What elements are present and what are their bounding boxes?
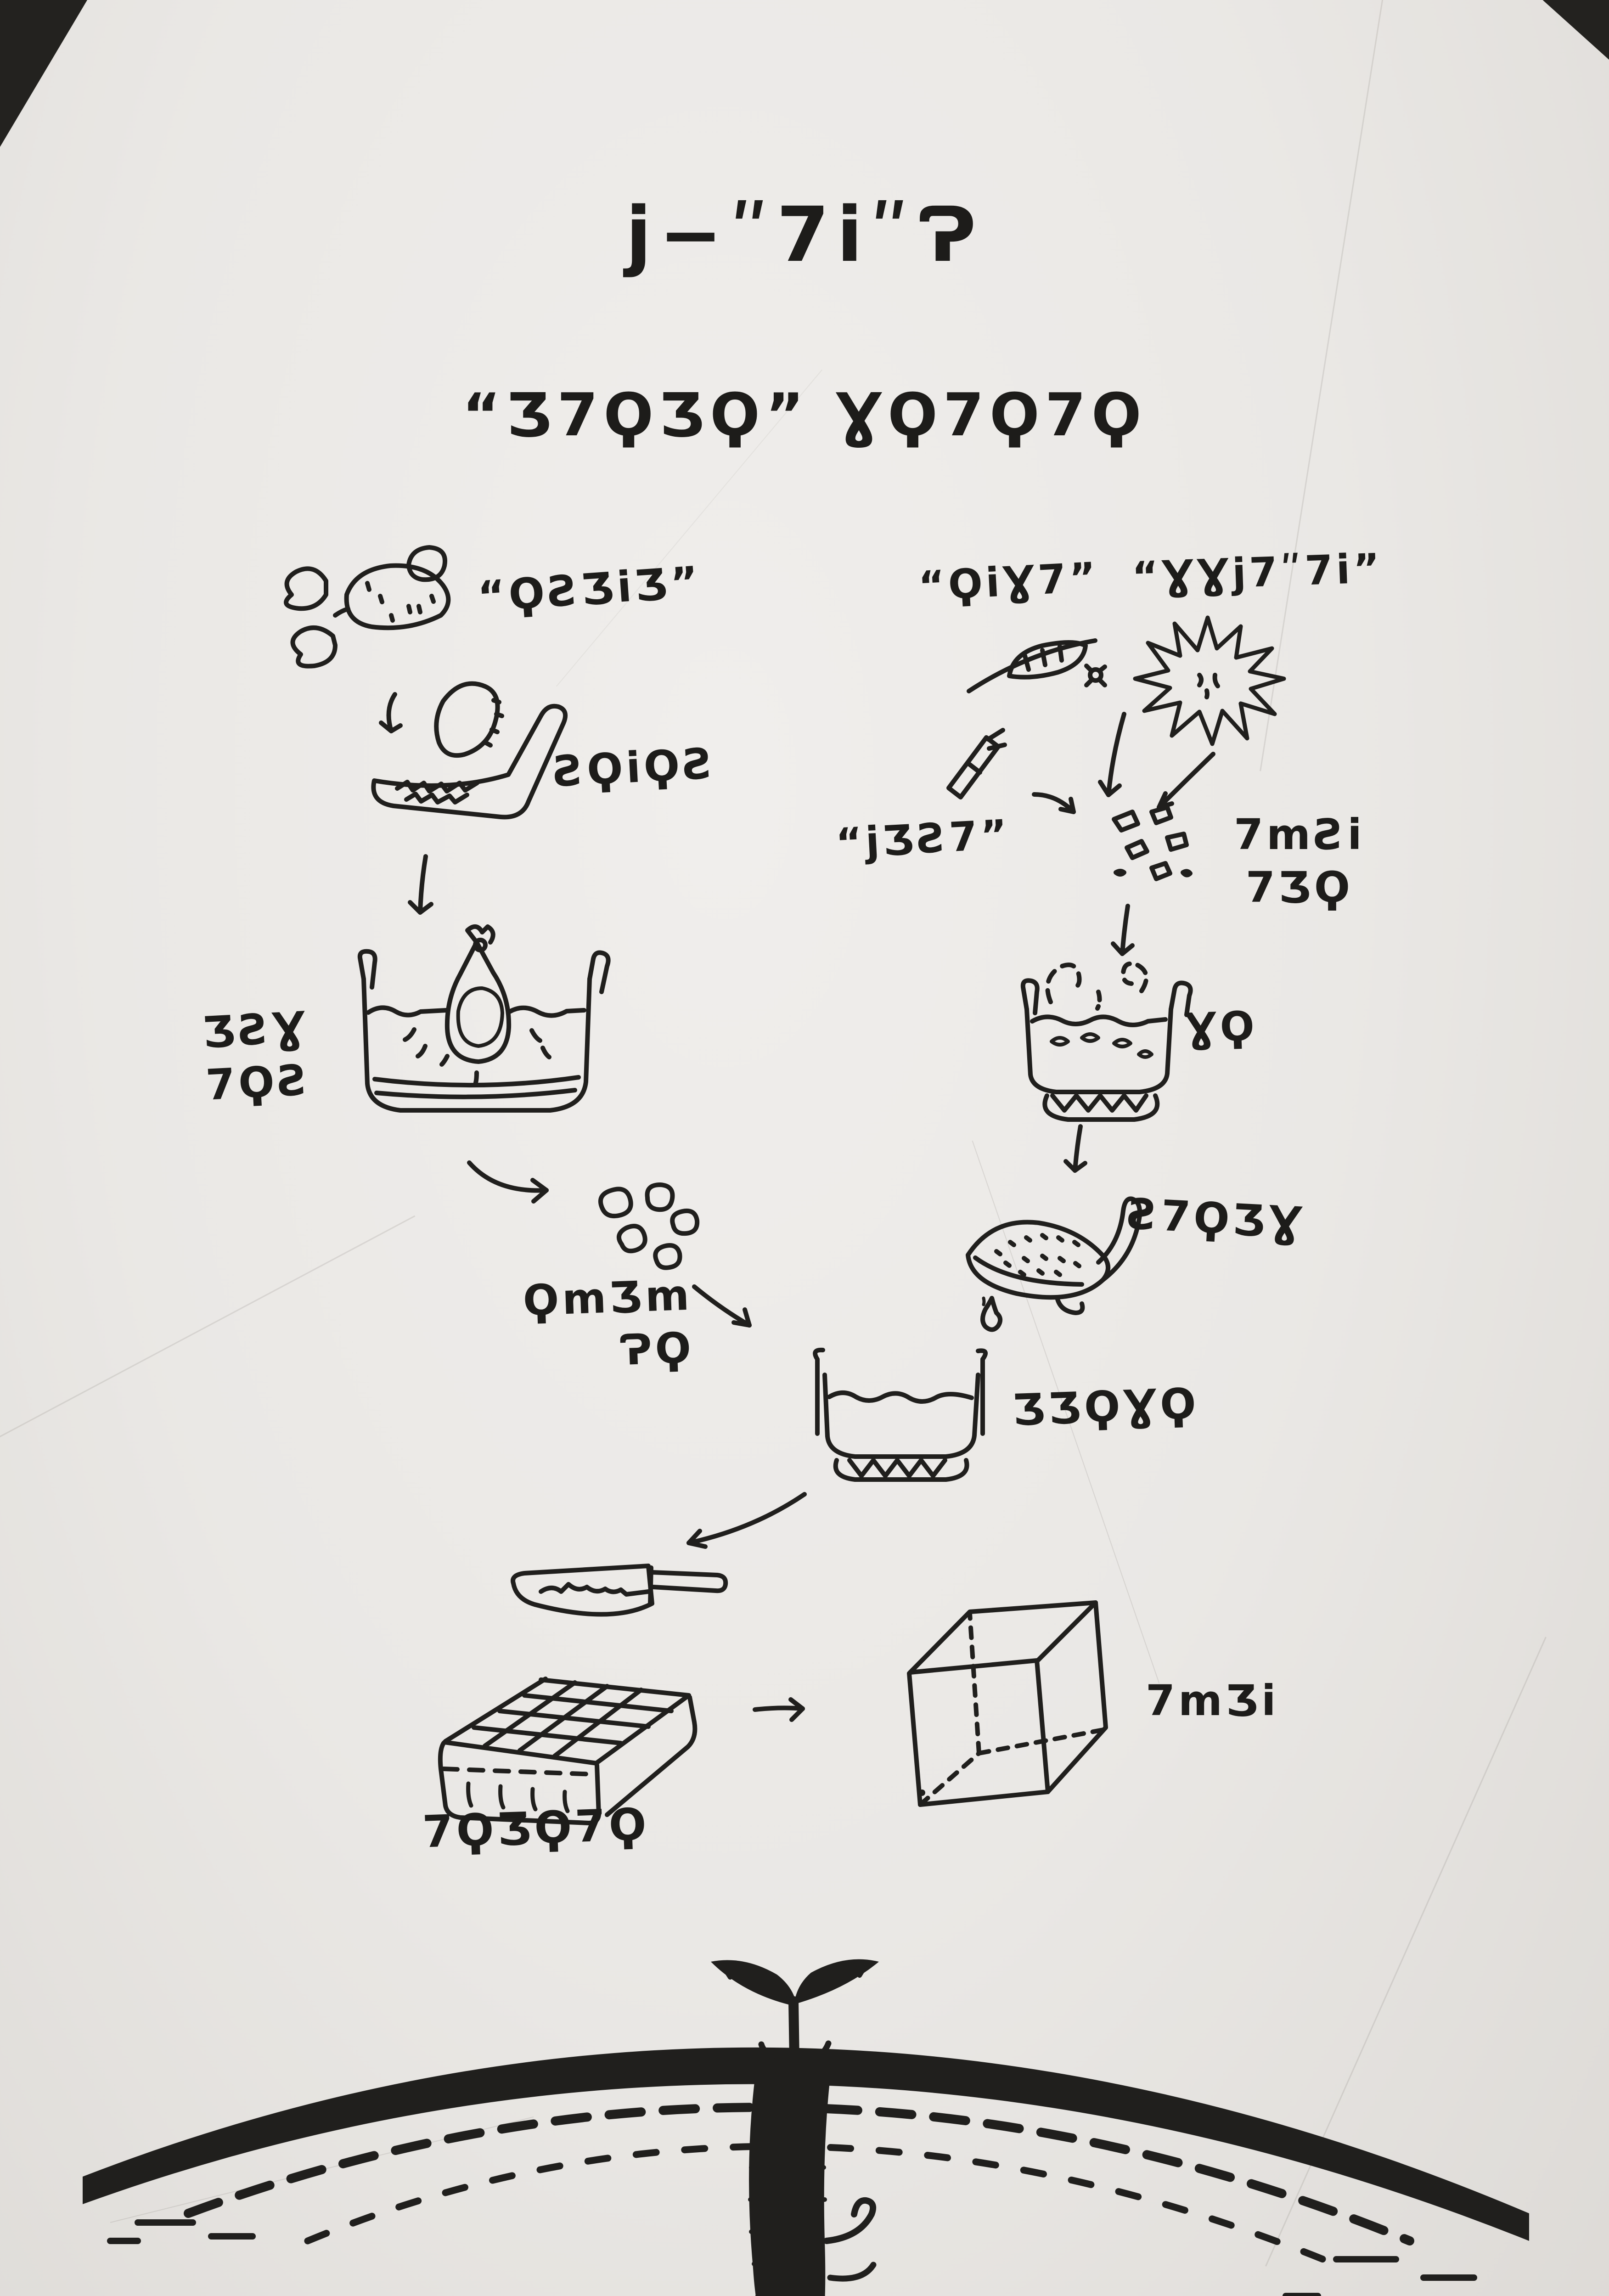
soaking-caption: ƷƧƔ 7ϘƧ	[201, 1002, 313, 1110]
chopped-flakes-illustration	[1112, 805, 1193, 881]
scoop-caption: Ƨ7ϘƷƔ	[1126, 1189, 1307, 1248]
press-pot-illustration	[813, 1347, 988, 1482]
arrow-down-icon	[1111, 904, 1135, 956]
soaking-basin-illustration	[357, 924, 611, 1113]
arrow-down-icon	[379, 692, 403, 733]
flakes-caption: 7mƧi 7ƷϘ	[1234, 810, 1365, 912]
arrow-right-icon	[753, 1697, 805, 1722]
press-pot-caption: ƷƷϘƔϘ	[1012, 1379, 1200, 1435]
cube-illustration	[907, 1600, 1108, 1807]
arrow-down-icon	[1098, 712, 1126, 797]
boiling-pot-illustration	[1020, 961, 1193, 1122]
leaf-caption: “ϘiƔ7”	[917, 553, 1101, 610]
cube-caption: 7mƷi	[1146, 1676, 1279, 1725]
arrow-right-down-icon	[467, 1160, 549, 1204]
arrow-down-icon	[1063, 1124, 1087, 1173]
curd-crumbs-illustration	[598, 1182, 700, 1270]
arrow-down-left-icon	[686, 1492, 807, 1549]
stalk-illustration	[946, 728, 1007, 799]
grinding-mortar-illustration	[371, 681, 568, 820]
curds-caption: ϘmƷm ɁϘ	[522, 1270, 695, 1375]
scoop-illustration	[966, 1196, 1142, 1332]
corner-shadow-top-right	[1542, 0, 1609, 60]
leaf-illustration	[967, 638, 1107, 693]
arrow-right-down-icon	[1032, 792, 1076, 814]
grinding-caption: ƧϘiϘƧ	[552, 738, 718, 797]
soybeans-caption: “ϘƧƷiƷ”	[476, 557, 703, 622]
page-title: j−ʺ7iʺɁ	[625, 191, 984, 279]
knife-illustration	[511, 1564, 728, 1617]
arrow-right-down-icon	[692, 1284, 752, 1328]
starburst-illustration	[1133, 615, 1286, 746]
page-subtitle: “Ʒ7ϘƷϘ” ƔϘ7Ϙ7Ϙ	[462, 381, 1147, 450]
corner-shadow-top-left	[0, 0, 87, 147]
stick-caption: “jƷƧ7”	[834, 810, 1012, 867]
star-caption: “ƔƔj7ʺ7i”	[1131, 544, 1384, 601]
cutting-block-illustration	[438, 1677, 698, 1825]
arrow-down-icon	[408, 854, 433, 915]
soybeans-illustration	[284, 545, 451, 669]
boiling-pot-caption: ƔϘ	[1184, 1002, 1259, 1052]
earth-sprout-illustration	[83, 1959, 1529, 2296]
paper-crease	[0, 1215, 416, 1540]
cutting-block-caption: 7ϘƷϘ7Ϙ	[422, 1798, 651, 1858]
